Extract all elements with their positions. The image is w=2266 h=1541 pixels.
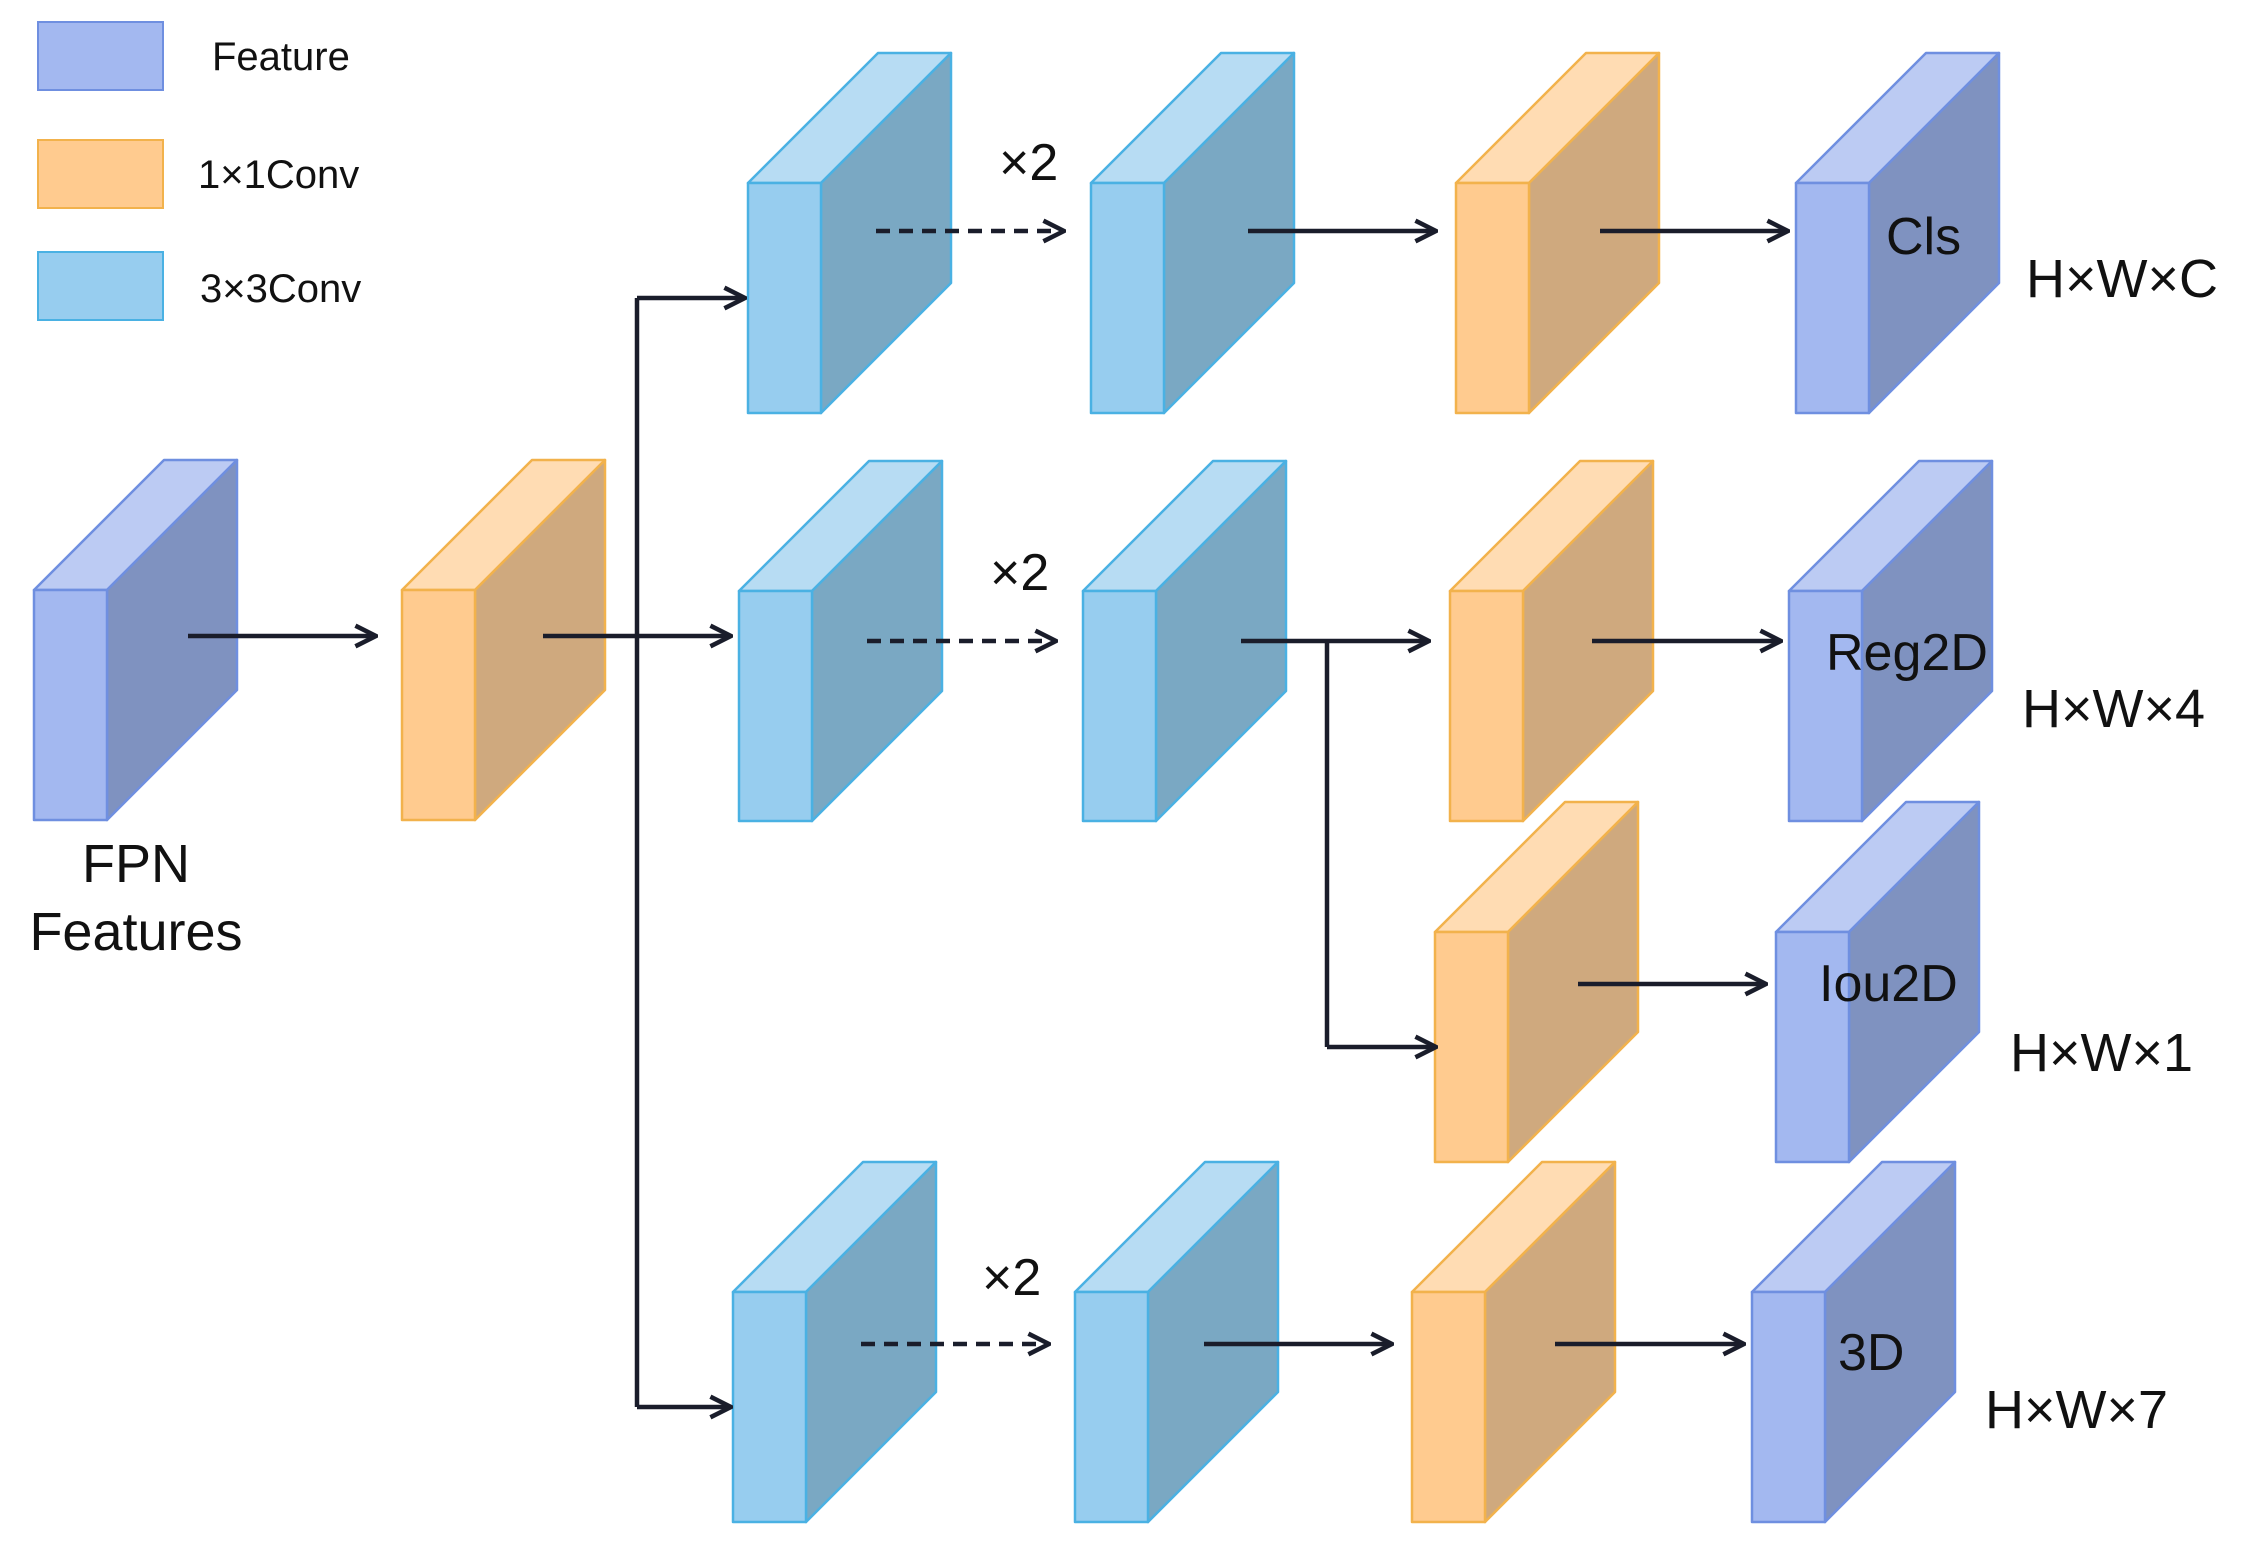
- legend-label-conv1x1: 1×1Conv: [198, 153, 359, 197]
- fpn-label-line1: FPN: [82, 834, 190, 894]
- block-cls-conv3x3-b-front-face: [1089, 181, 1166, 415]
- block-iou2d-output: [1774, 800, 1981, 1164]
- block-fpn-feature-front-face: [32, 588, 109, 822]
- connectors: [188, 231, 1787, 1407]
- block-3d-conv3x3-b-front-face: [1073, 1290, 1150, 1524]
- block-3d-conv1x1-front-face: [1410, 1290, 1487, 1524]
- repeat-label-3d: ×2: [982, 1249, 1041, 1307]
- blocks-layer: [32, 51, 2001, 1524]
- legend-swatch-conv3x3: [37, 251, 164, 321]
- repeat-label-cls: ×2: [999, 134, 1058, 192]
- block-iou-conv1x1: [1433, 800, 1640, 1164]
- block-cls-output: [1794, 51, 2001, 415]
- block-reg-conv3x3-a-front-face: [737, 589, 814, 823]
- block-cls-conv1x1: [1454, 51, 1661, 415]
- block-3d-conv3x3-a-front-face: [731, 1290, 808, 1524]
- block-cls-output-front-face: [1794, 181, 1871, 415]
- repeat-label-reg: ×2: [990, 544, 1049, 602]
- block-3d-conv3x3-a: [731, 1160, 938, 1524]
- head-name-reg2d: Reg2D: [1826, 624, 1988, 682]
- block-reg-conv1x1: [1448, 459, 1655, 823]
- output-shape-iou2d: H×W×1: [2010, 1023, 2193, 1083]
- block-cls-conv3x3-a-front-face: [746, 181, 823, 415]
- block-3d-output: [1750, 1160, 1957, 1524]
- block-fpn-feature: [32, 458, 239, 822]
- block-reg2d-output: [1787, 459, 1994, 823]
- labels: FPN Features ×2 ×2 ×2 Cls Reg2D Iou2D 3D…: [29, 134, 2218, 1440]
- block-reg2d-output-front-face: [1787, 589, 1864, 823]
- block-cls-conv3x3-b: [1089, 51, 1296, 415]
- block-reg-conv1x1-front-face: [1448, 589, 1525, 823]
- legend-swatch-feature: [37, 21, 164, 91]
- legend-label-feature: Feature: [212, 35, 350, 79]
- output-shape-cls: H×W×C: [2026, 249, 2218, 309]
- block-iou2d-output-front-face: [1774, 930, 1851, 1164]
- head-name-3d: 3D: [1838, 1324, 1904, 1382]
- block-reg-conv3x3-a: [737, 459, 944, 823]
- legend-swatch-conv1x1: [37, 139, 164, 209]
- head-name-cls: Cls: [1886, 208, 1961, 266]
- output-shape-reg2d: H×W×4: [2022, 679, 2205, 739]
- legend-label-conv3x3: 3×3Conv: [200, 267, 361, 311]
- fpn-label-line2: Features: [29, 902, 242, 962]
- block-reg-conv3x3-b-front-face: [1081, 589, 1158, 823]
- head-name-iou2d: Iou2D: [1819, 955, 1958, 1013]
- legend: Feature 1×1Conv 3×3Conv: [37, 21, 361, 321]
- block-shared-conv1x1: [400, 458, 607, 822]
- block-cls-conv1x1-front-face: [1454, 181, 1531, 415]
- block-cls-conv3x3-a: [746, 51, 953, 415]
- block-3d-conv1x1: [1410, 1160, 1617, 1524]
- block-reg-conv3x3-b: [1081, 459, 1288, 823]
- block-shared-conv1x1-front-face: [400, 588, 477, 822]
- output-shape-3d: H×W×7: [1985, 1380, 2168, 1440]
- block-3d-output-front-face: [1750, 1290, 1827, 1524]
- block-iou-conv1x1-front-face: [1433, 930, 1510, 1164]
